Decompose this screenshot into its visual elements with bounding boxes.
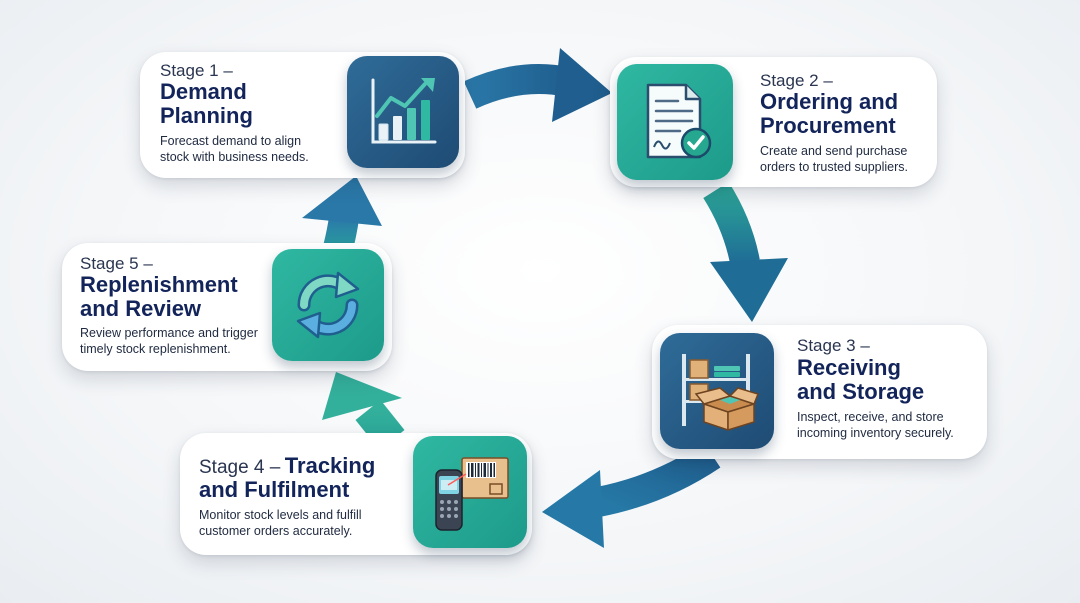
stage-1-desc-line2: stock with business needs. [160, 150, 309, 164]
stage-5-desc-line1: Review performance and trigger [80, 326, 258, 340]
stage-2-desc-line1: Create and send purchase [760, 144, 908, 158]
bar-chart-trend-icon [371, 78, 437, 144]
stage-4-icon-tile [413, 436, 527, 548]
stage-4-title-line1-row: Stage 4 – Tracking [199, 453, 375, 479]
arrow-stage3-to-stage4 [542, 442, 721, 548]
stage-3-icon-tile [660, 333, 774, 449]
barcode-scanner-icon [435, 457, 509, 531]
stage-5-icon-tile [272, 249, 384, 361]
stage-4-title-line2: and Fulfilment [199, 477, 350, 502]
stage-2-label: Stage 2 – [760, 71, 833, 90]
stage-5-desc-line2: timely stock replenishment. [80, 342, 231, 356]
arrow-stage4-to-stage5 [322, 372, 405, 450]
stage-1-icon-tile [347, 56, 459, 168]
stage-5-label: Stage 5 – [80, 254, 153, 273]
stage-5-title-line2: and Review [80, 296, 202, 321]
stage-3-title-line1: Receiving [797, 355, 901, 380]
stage-3-desc-line2: incoming inventory securely. [797, 426, 954, 440]
stage-3-label: Stage 3 – [797, 336, 870, 355]
arrow-stage2-to-stage3 [703, 182, 788, 322]
stage-2-desc-line2: orders to trusted suppliers. [760, 160, 908, 174]
warehouse-boxes-icon [682, 354, 760, 432]
purchase-order-document-icon [646, 83, 712, 159]
arrow-stage5-to-stage1 [302, 176, 382, 252]
arrow-stage1-to-stage2 [463, 48, 612, 122]
stage-3-title-line2: and Storage [797, 379, 925, 404]
stage-2-title-line2: Procurement [760, 113, 896, 138]
stage-1-title-line2: Planning [160, 103, 253, 128]
stage-3-desc-line1: Inspect, receive, and store [797, 410, 944, 424]
stage-2-icon-tile [617, 64, 733, 180]
stage-4-label: Stage 4 – [199, 457, 281, 478]
stage-1-label: Stage 1 – [160, 61, 233, 80]
stage-4-desc-line2: customer orders accurately. [199, 524, 353, 538]
refresh-cycle-icon [296, 271, 360, 339]
stage-4-title-line1: Tracking [284, 453, 376, 478]
stage-4-desc-line1: Monitor stock levels and fulfill [199, 508, 362, 522]
stage-1-title-line1: Demand [160, 79, 247, 104]
stage-1-desc-line1: Forecast demand to align [160, 134, 302, 148]
stage-5-title-line1: Replenishment [80, 272, 238, 297]
stage-2-title-line1: Ordering and [760, 89, 899, 114]
